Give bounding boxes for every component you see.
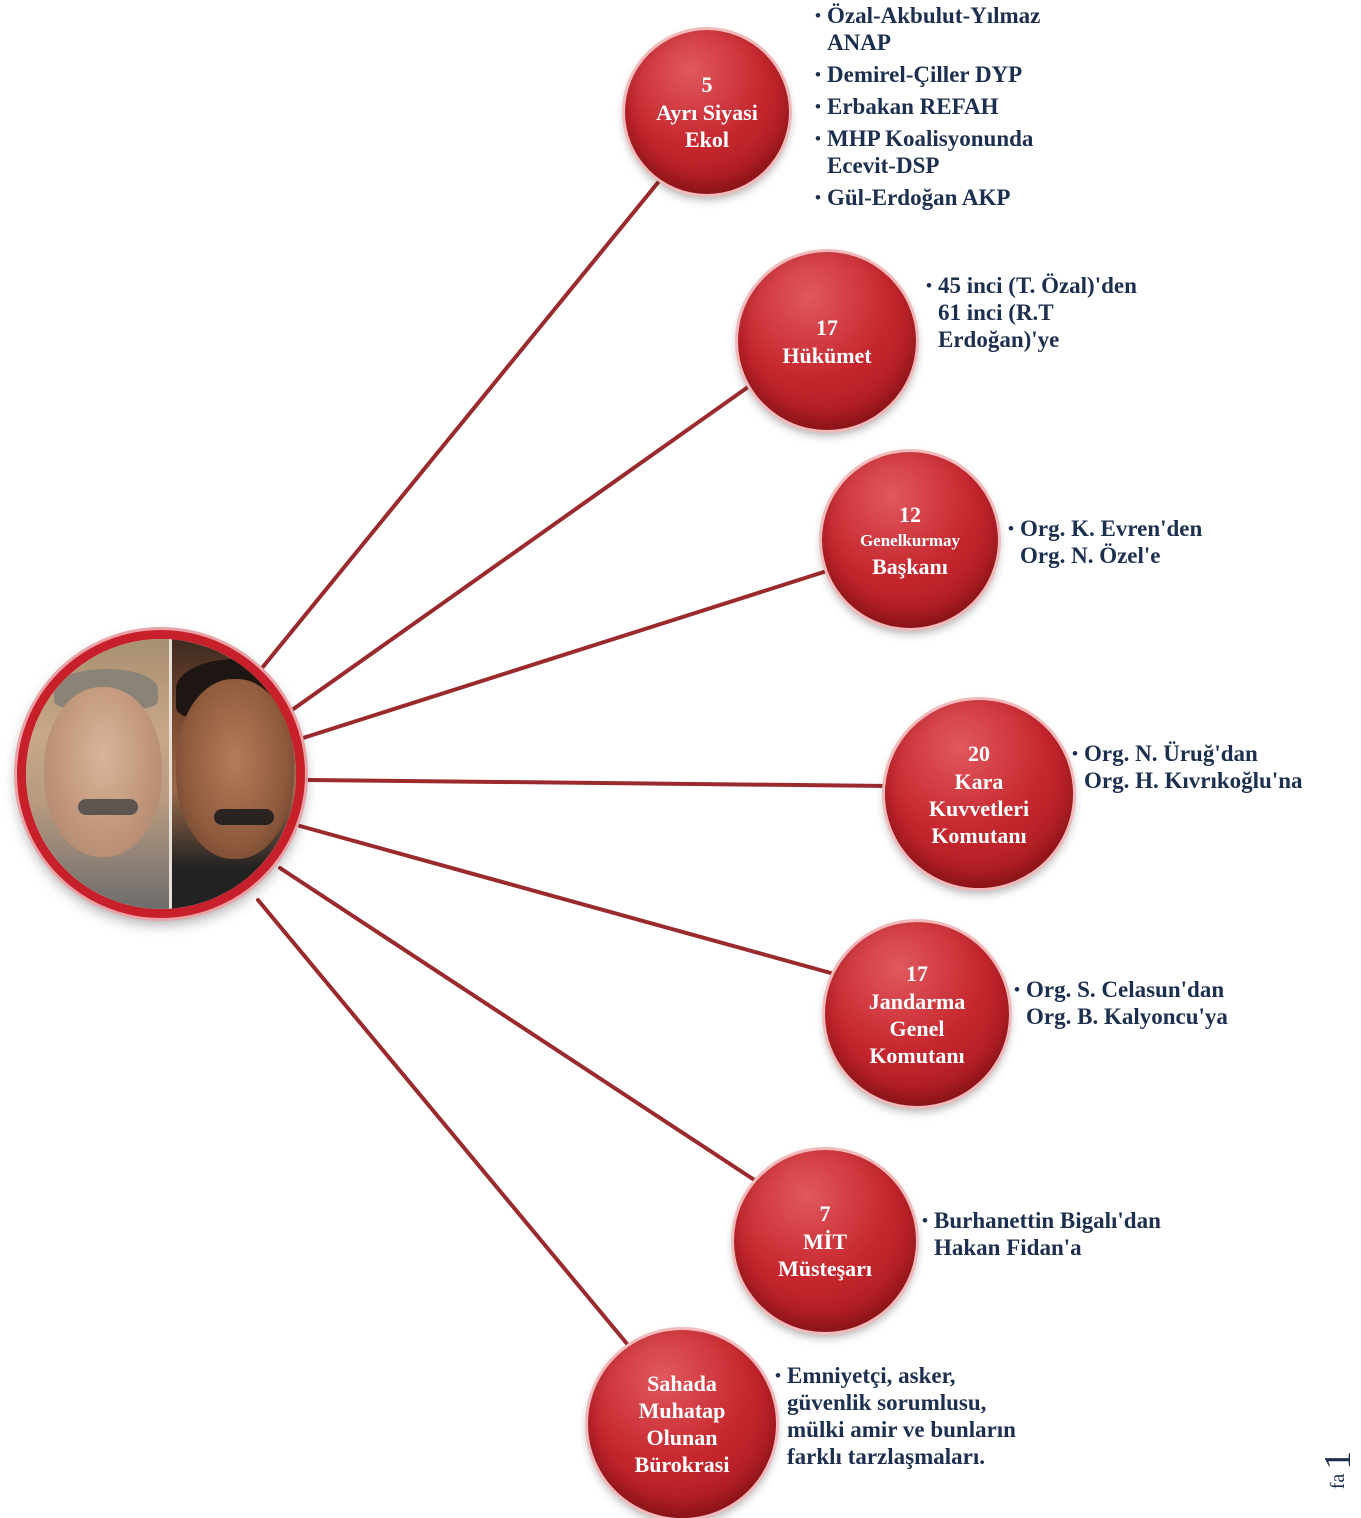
node-number: 17 — [816, 314, 838, 340]
connector-line — [256, 898, 630, 1347]
node-governments: 17 Hükümet — [738, 252, 916, 430]
portrait-left-face — [44, 687, 162, 857]
node-gendarmerie-commanders: 17 Jandarma Genel Komutanı — [825, 922, 1009, 1106]
connector-line — [260, 178, 662, 670]
page-number: 1 — [1317, 1450, 1359, 1470]
connector-line — [290, 373, 767, 712]
footer-word-fragment: fa — [1326, 1473, 1349, 1490]
connector-line — [301, 568, 832, 740]
node-label: Hükümet — [782, 342, 872, 368]
detail-list: Emniyetçi, asker, güvenlik sorumlusu, mü… — [775, 1362, 1075, 1475]
list-item: MHP Koalisyonunda Ecevit-DSP — [815, 125, 1115, 179]
node-number: 17 — [906, 960, 928, 986]
connector-line — [298, 824, 840, 977]
node-label: Ayrı Siyasi Ekol — [656, 100, 758, 152]
connector-line — [278, 866, 764, 1187]
list-item: Özal-Akbulut-Yılmaz ANAP — [815, 2, 1115, 56]
node-number: 12 — [899, 501, 921, 527]
detail-list: Burhanettin Bigalı'dan Hakan Fidan'a — [922, 1207, 1222, 1266]
node-label: Jandarma Genel Komutanı — [868, 988, 966, 1068]
detail-list: Org. S. Celasun'dan Org. B. Kalyoncu'ya — [1014, 976, 1314, 1035]
list-item: Org. K. Evren'den Org. N. Özel'e — [1008, 515, 1308, 569]
node-label: Kara Kuvvetleri Komutanı — [928, 768, 1030, 848]
node-chiefs-of-staff: 12 Genelkurmay Başkanı — [822, 452, 998, 628]
node-field-bureaucracy: Sahada Muhatap Olunan Bürokrasi — [588, 1330, 776, 1518]
node-label: Başkanı — [872, 553, 948, 579]
node-political-schools: 5 Ayrı Siyasi Ekol — [625, 30, 789, 194]
list-item: Burhanettin Bigalı'dan Hakan Fidan'a — [922, 1207, 1222, 1261]
detail-list: 45 inci (T. Özal)'den 61 inci (R.T Erdoğ… — [926, 272, 1226, 358]
detail-list: Özal-Akbulut-Yılmaz ANAP Demirel-Çiller … — [815, 2, 1115, 216]
portrait-right-face — [176, 679, 294, 859]
node-label: Sahada Muhatap Olunan Bürokrasi — [634, 1371, 730, 1477]
list-item: Demirel-Çiller DYP — [815, 61, 1115, 88]
list-item: Gül-Erdoğan AKP — [815, 184, 1115, 211]
node-land-forces-commanders: 20 Kara Kuvvetleri Komutanı — [885, 700, 1073, 888]
node-label: MİT Müsteşarı — [777, 1229, 873, 1281]
node-mit-undersecretaries: 7 MİT Müsteşarı — [734, 1150, 916, 1332]
connector-line — [306, 778, 892, 788]
list-item: Erbakan REFAH — [815, 93, 1115, 120]
node-number: 5 — [701, 72, 713, 97]
detail-list: Org. N. Üruğ'dan Org. H. Kıvrıkoğlu'na — [1072, 740, 1361, 799]
list-item: Org. S. Celasun'dan Org. B. Kalyoncu'ya — [1014, 976, 1314, 1030]
node-label-small: Genelkurmay — [859, 530, 961, 550]
node-number: 7 — [819, 1201, 831, 1226]
list-item: 45 inci (T. Özal)'den 61 inci (R.T Erdoğ… — [926, 272, 1226, 353]
detail-list: Org. K. Evren'den Org. N. Özel'e — [1008, 515, 1308, 574]
list-item: Emniyetçi, asker, güvenlik sorumlusu, mü… — [775, 1362, 1075, 1470]
page-footer: fa 1 — [1298, 1450, 1361, 1490]
list-item: Org. N. Üruğ'dan Org. H. Kıvrıkoğlu'na — [1072, 740, 1361, 794]
node-number: 20 — [968, 740, 990, 766]
central-portrait — [17, 630, 305, 918]
